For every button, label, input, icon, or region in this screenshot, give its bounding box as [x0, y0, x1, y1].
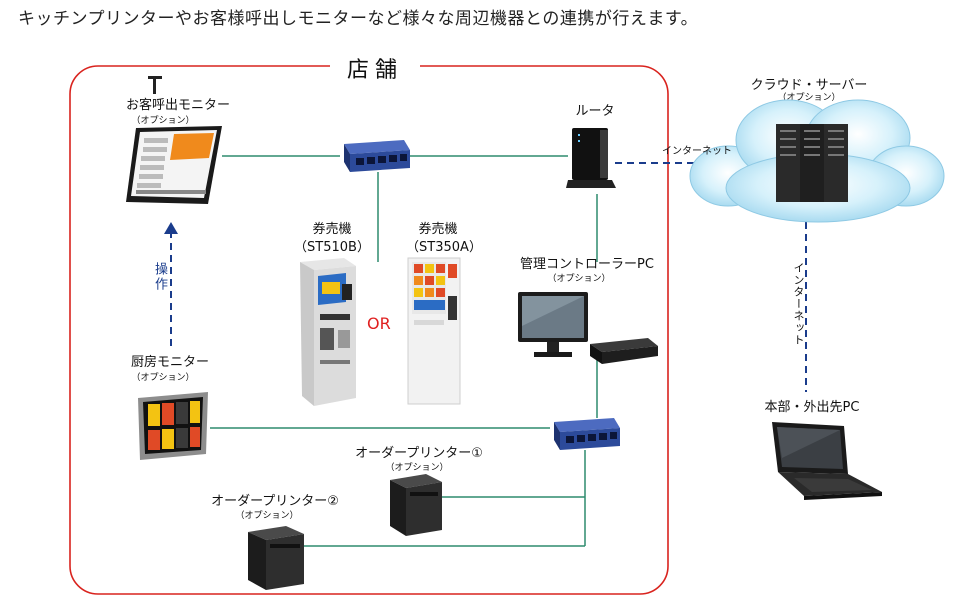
- kitchen-monitor-label: 厨房モニター: [130, 355, 209, 370]
- operate-label: 操作: [152, 262, 167, 292]
- order-printer-2-image: [244, 518, 308, 594]
- network-switch-1: [338, 138, 414, 178]
- router-label: ルータ: [575, 104, 615, 119]
- order-printer-2-label: オーダープリンター②: [211, 494, 339, 509]
- internet-label-vertical: インターネット: [792, 262, 805, 346]
- call-monitor-image: [122, 74, 222, 210]
- ticket-machine-2-image: [404, 256, 464, 406]
- store-title: 店舗: [330, 52, 420, 84]
- ticket-machine-1-model: （ST510B）: [294, 240, 370, 255]
- or-label: OR: [367, 314, 391, 333]
- router-image: [566, 124, 618, 194]
- kitchen-monitor-image: [136, 390, 212, 464]
- cloud-server-option: （オプション）: [777, 93, 841, 103]
- call-monitor-option: （オプション）: [131, 116, 195, 126]
- network-switch-2: [548, 416, 624, 456]
- ticket-machine-1-image: [296, 256, 358, 408]
- order-printer-1-image: [386, 468, 446, 540]
- order-printer-1-label: オーダープリンター①: [355, 446, 483, 461]
- ticket-machine-2-label: 券売機: [418, 222, 458, 237]
- hq-pc-label: 本部・外出先PC: [764, 400, 860, 415]
- kitchen-monitor-option: （オプション）: [131, 373, 195, 383]
- page-headline: キッチンプリンターやお客様呼出しモニターなど様々な周辺機器との連携が行えます。: [18, 9, 699, 29]
- call-monitor-label: お客呼出モニター: [125, 98, 230, 113]
- cloud-server-label: クラウド・サーバー: [750, 78, 868, 93]
- ticket-machine-1-label: 券売機: [312, 222, 352, 237]
- ticket-machine-2-model: （ST350A）: [406, 240, 482, 255]
- cloud-server-image: [688, 96, 948, 226]
- operate-arrow-head: [164, 222, 178, 234]
- order-printer-2-option: （オプション）: [235, 511, 299, 521]
- admin-pc-label: 管理コントローラーPC: [520, 257, 654, 272]
- admin-pc-image: [514, 288, 662, 364]
- hq-pc-image: [764, 418, 884, 502]
- admin-pc-option: （オプション）: [547, 274, 611, 284]
- internet-label-horizontal: インターネット: [662, 146, 732, 157]
- order-printer-1-option: （オプション）: [385, 463, 449, 473]
